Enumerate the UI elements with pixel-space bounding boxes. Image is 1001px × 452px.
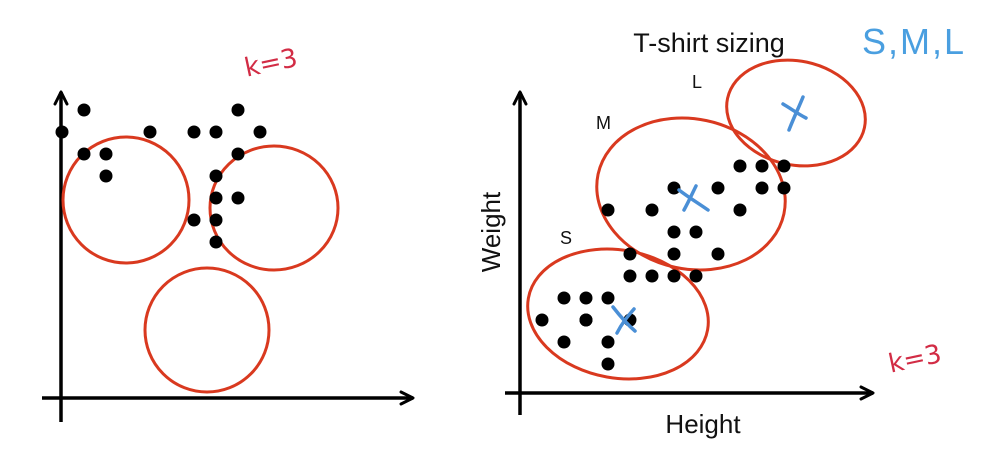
right-cluster-1-point-8 (557, 335, 571, 349)
left-cluster-3-point-2 (209, 191, 223, 205)
left-data-points (55, 103, 267, 249)
left-cluster-1-point-5 (143, 125, 157, 139)
right-cluster-1-point-1 (535, 313, 549, 327)
left-cluster-3-point-4 (187, 213, 201, 227)
left-cluster-3-point-5 (209, 213, 223, 227)
left-cluster-2-point-2 (209, 125, 223, 139)
centroid-m-marker (677, 184, 710, 212)
left-cluster-2-point-4 (231, 147, 245, 161)
right-cluster-3-point-6 (777, 181, 791, 195)
right-cluster-3-point-7 (733, 203, 747, 217)
right-cluster-3-point-2 (733, 159, 747, 173)
right-cluster-1-point-7 (601, 335, 615, 349)
right-cluster-3-point-3 (755, 159, 769, 173)
centroid-l-marker (781, 95, 808, 132)
right-cluster-1-point-3 (579, 291, 593, 305)
right-cluster-2-point-9 (623, 269, 637, 283)
left-cluster-2-point-1 (187, 125, 201, 139)
left-cluster-3-point-6 (209, 235, 223, 249)
x-axis-label: Height (665, 409, 741, 439)
centroid-s-marker (611, 305, 637, 335)
right-cluster-1-point-10 (579, 313, 593, 327)
cluster-label-s: S (560, 228, 572, 248)
right-cluster-2-point-4 (667, 225, 681, 239)
cluster-label-m: M (596, 113, 611, 133)
left-k-annotation: k=3 (242, 43, 300, 83)
right-cluster-3-point-5 (755, 181, 769, 195)
right-cluster-3-point-4 (777, 159, 791, 173)
left-cluster-1-outline (61, 135, 191, 265)
right-cluster-1-point-2 (557, 291, 571, 305)
left-cluster-2-point-3 (231, 103, 245, 117)
left-cluster-1-point-2 (55, 125, 69, 139)
left-cluster-3-point-1 (209, 169, 223, 183)
left-cluster-1-point-3 (77, 103, 91, 117)
right-cluster-2-point-7 (623, 247, 637, 261)
right-data-points (535, 159, 791, 371)
left-cluster-2-outline (208, 144, 340, 272)
right-cluster-2-point-11 (689, 269, 703, 283)
right-cluster-2-point-10 (667, 269, 681, 283)
left-cluster-1-point-6 (77, 147, 91, 161)
right-cluster-2-point-8 (667, 247, 681, 261)
right-cluster-2-point-6 (711, 247, 725, 261)
left-panel: k=3 (42, 43, 415, 422)
right-panel: T-shirt sizing S,M,L Height Weight k=3 S… (476, 21, 966, 439)
right-cluster-2-point-5 (689, 225, 703, 239)
right-cluster-1-point-4 (601, 291, 615, 305)
y-axis-label: Weight (476, 191, 506, 272)
cluster-label-l: L (692, 72, 702, 92)
right-cluster-2-point-3 (667, 181, 681, 195)
left-cluster-3-outline (143, 266, 271, 394)
right-cluster-3-point-1 (711, 181, 725, 195)
right-k-annotation: k=3 (886, 339, 944, 379)
corner-note: S,M,L (862, 21, 966, 62)
right-cluster-1-point-9 (601, 357, 615, 371)
cluster-m-outline (595, 116, 787, 272)
left-cluster-3-point-3 (231, 191, 245, 205)
left-cluster-2-point-5 (253, 125, 267, 139)
right-cluster-2-point-2 (645, 203, 659, 217)
left-cluster-1-point-4 (99, 147, 113, 161)
chart-title: T-shirt sizing (633, 28, 785, 58)
right-cluster-2-point-12 (645, 269, 659, 283)
left-cluster-1-point-1 (99, 169, 113, 183)
right-cluster-2-point-1 (601, 203, 615, 217)
